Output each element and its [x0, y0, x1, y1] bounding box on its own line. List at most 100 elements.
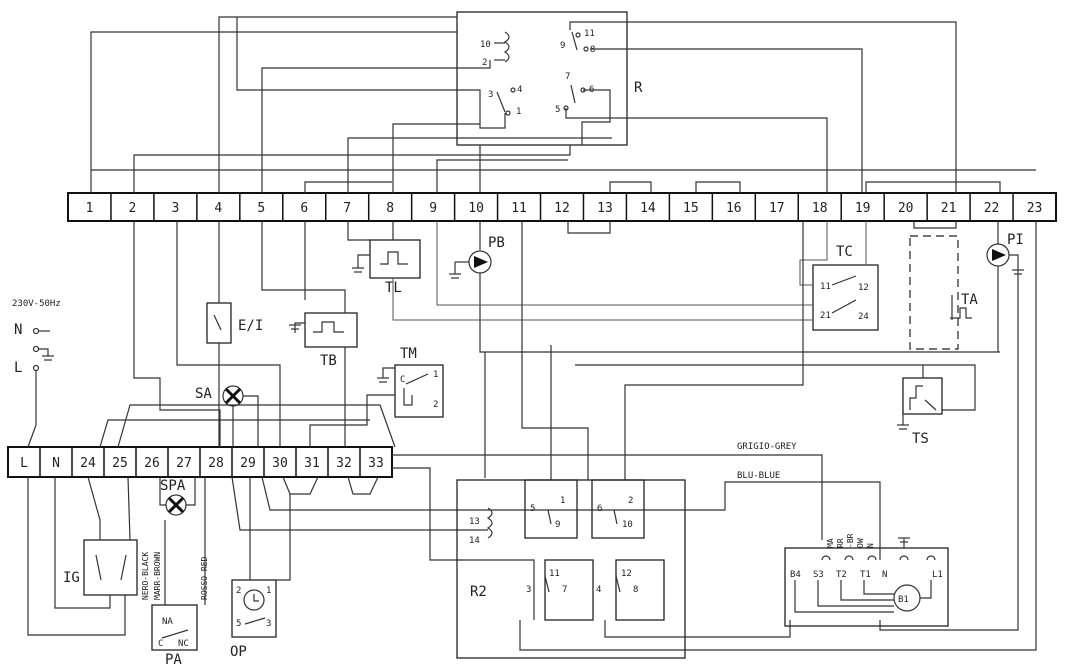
top-strip-terminal: 18	[812, 201, 828, 216]
top-strip-terminal: 22	[984, 201, 1000, 216]
thermostat-tc: TC 11 12 21 24	[392, 221, 879, 331]
top-strip-terminal: 21	[941, 201, 957, 216]
pump-pb: PB	[449, 221, 1000, 353]
lamp-spa-label: SPA	[160, 478, 186, 494]
svg-text:3: 3	[526, 585, 531, 595]
switch-ig: IG	[27, 476, 138, 636]
wiring-bottom	[99, 221, 1037, 651]
top-strip-terminal: 10	[468, 201, 484, 216]
svg-text:4: 4	[596, 585, 601, 595]
lamp-sa: SA	[195, 385, 259, 447]
supply-voltage: 230V-50Hz	[12, 299, 61, 309]
wire-black-label: NERO-BLACK	[141, 552, 150, 600]
top-strip-terminal: 19	[855, 201, 871, 216]
svg-text:3: 3	[488, 90, 493, 100]
top-strip-terminal: 17	[769, 201, 785, 216]
svg-text:T2: T2	[836, 570, 847, 580]
bottom-strip-terminal: 26	[144, 456, 160, 471]
bottom-strip-terminal: 27	[176, 456, 192, 471]
svg-text:N: N	[866, 543, 875, 548]
svg-text:10: 10	[480, 40, 491, 50]
svg-text:RR: RR	[836, 538, 845, 548]
top-strip-terminal: 14	[640, 201, 656, 216]
pump-pi-label: PI	[1007, 232, 1024, 248]
pump-pi: PI	[986, 221, 1024, 352]
top-strip-terminal: 9	[429, 201, 437, 216]
svg-text:7: 7	[565, 72, 570, 82]
svg-text:6: 6	[597, 504, 602, 514]
power-supply: 230V-50Hz N L	[12, 299, 61, 448]
wiring-top	[90, 16, 1036, 234]
bottom-strip-terminal: 33	[368, 456, 384, 471]
svg-text:3: 3	[266, 619, 271, 629]
svg-text:11: 11	[820, 282, 831, 292]
relay-r2: R2 13 14 5 1 9 6 2 10 3 11 7 4 12 8	[456, 479, 686, 659]
thermostat-ts-label: TS	[912, 431, 929, 447]
thermostat-tc-label: TC	[836, 244, 853, 260]
svg-text:7: 7	[562, 585, 567, 595]
svg-text:-BR: -BR	[846, 533, 855, 548]
thermostat-ta-label: TA	[961, 292, 978, 308]
svg-text:N: N	[882, 570, 887, 580]
top-strip-terminal: 5	[257, 201, 265, 216]
svg-text:10: 10	[622, 520, 633, 530]
thermostat-ta: TA	[909, 235, 978, 350]
svg-text:NA: NA	[162, 617, 173, 627]
svg-text:9: 9	[555, 520, 560, 530]
switch-ei: E/I	[206, 221, 263, 447]
svg-text:21: 21	[820, 311, 831, 321]
top-strip-terminal: 20	[898, 201, 914, 216]
pump-pb-label: PB	[488, 235, 505, 251]
svg-text:12: 12	[621, 569, 632, 579]
bottom-strip-terminal: 24	[80, 456, 96, 471]
top-strip-terminal: 6	[300, 201, 308, 216]
relay-r-label: R	[634, 80, 643, 96]
motor-b1-label: B1	[898, 595, 909, 605]
svg-text:24: 24	[858, 312, 869, 322]
top-strip-terminal: 8	[386, 201, 394, 216]
lamp-spa: SPA	[159, 477, 196, 516]
supply-l: L	[14, 360, 22, 376]
bottom-strip-terminal: 32	[336, 456, 352, 471]
relay-r: R 10 2 3 4 1 11 9 8 7 6 5	[456, 11, 643, 146]
svg-text:5: 5	[555, 105, 560, 115]
bottom-strip-terminal: N	[52, 456, 60, 471]
svg-text:C: C	[158, 639, 163, 649]
svg-text:2: 2	[628, 496, 633, 506]
svg-text:1: 1	[433, 370, 438, 380]
pressure-switch-pa-label: PA	[165, 652, 182, 665]
top-strip-terminal: 7	[343, 201, 351, 216]
svg-text:T1: T1	[860, 570, 871, 580]
supply-n: N	[14, 322, 22, 338]
thermostat-tb-label: TB	[320, 353, 337, 369]
svg-text:MA: MA	[826, 538, 835, 548]
top-strip-terminal: 16	[726, 201, 742, 216]
relay-r2-label: R2	[470, 584, 487, 600]
top-strip-terminal: 13	[597, 201, 613, 216]
svg-text:1: 1	[266, 586, 271, 596]
svg-text:12: 12	[858, 283, 869, 293]
svg-text:NC: NC	[178, 639, 189, 649]
thermostat-tl: TL	[347, 221, 421, 296]
bottom-strip-terminal: L	[20, 456, 28, 471]
bottom-strip-terminal: 28	[208, 456, 224, 471]
svg-text:C: C	[400, 375, 405, 385]
switch-ei-label: E/I	[238, 318, 263, 334]
wire-blue-label: BLU-BLUE	[737, 471, 780, 481]
top-strip-terminal: 15	[683, 201, 699, 216]
thermostat-tb: TB	[261, 221, 358, 447]
svg-text:11: 11	[584, 29, 595, 39]
svg-text:1: 1	[516, 107, 521, 117]
thermostat-tm-label: TM	[400, 346, 417, 362]
svg-text:11: 11	[549, 569, 560, 579]
bottom-strip-terminal: 30	[272, 456, 288, 471]
lamp-sa-label: SA	[195, 386, 212, 402]
svg-text:S3: S3	[813, 570, 824, 580]
switch-ig-label: IG	[63, 570, 80, 586]
svg-text:13: 13	[469, 517, 480, 527]
top-strip-terminal: 11	[511, 201, 527, 216]
svg-text:9: 9	[560, 41, 565, 51]
